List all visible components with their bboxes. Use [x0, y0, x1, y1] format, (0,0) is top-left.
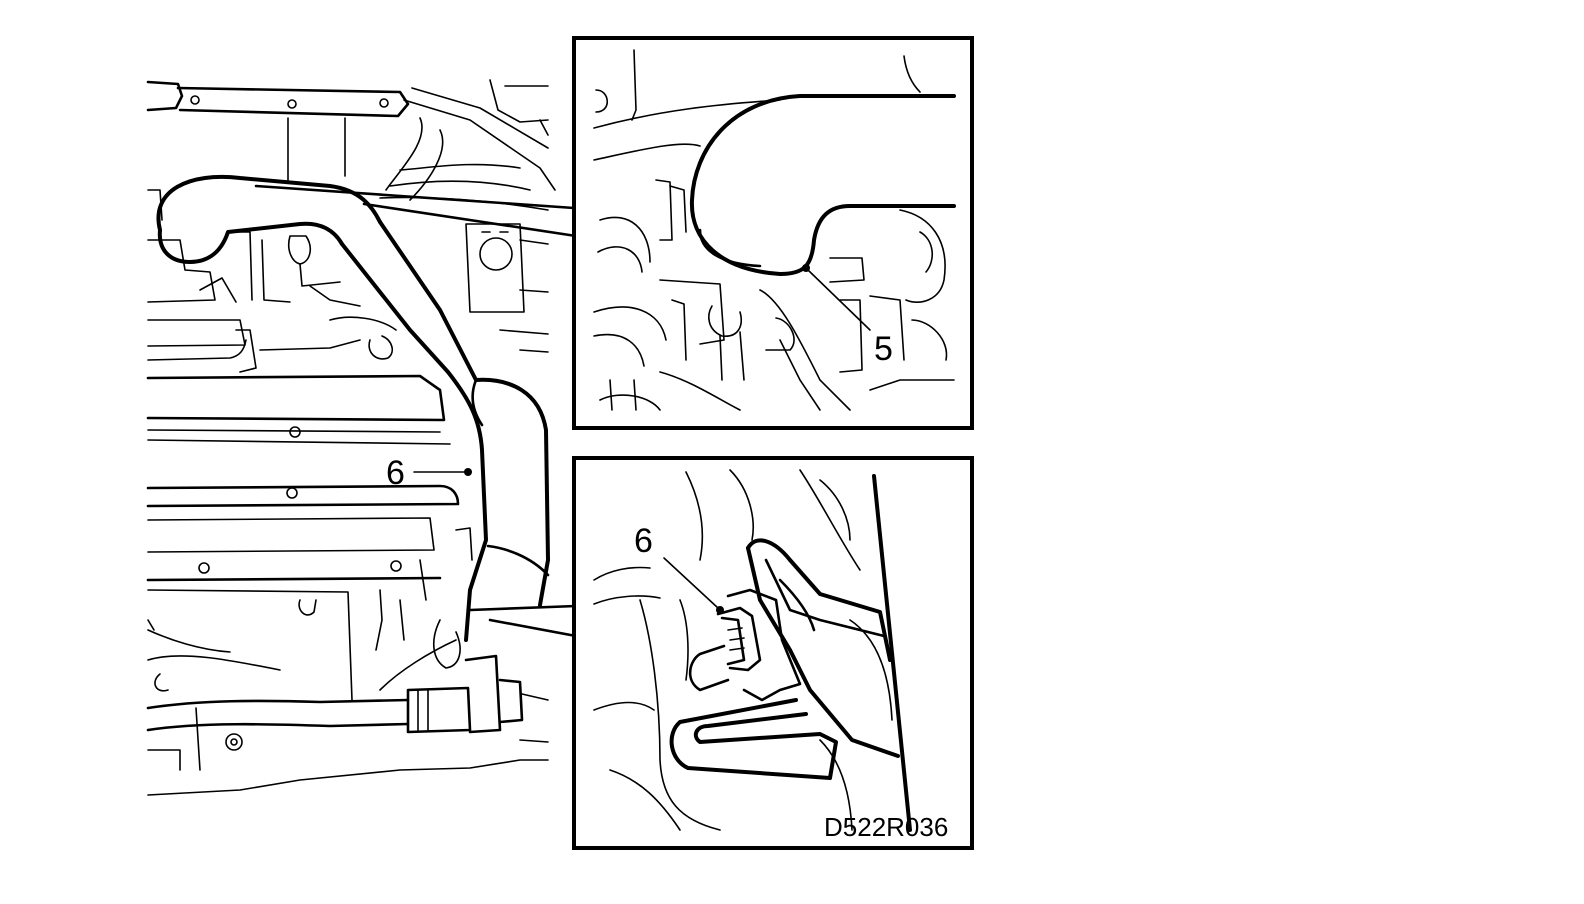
main-engine-view: 6	[146, 79, 556, 796]
callout-label-main: 6	[386, 454, 405, 492]
detail-leaders	[254, 184, 578, 638]
callout-dot-main-6	[464, 468, 472, 476]
callout-dot-detail-5	[802, 264, 810, 272]
callout-label-detail-bottom: 6	[634, 522, 653, 560]
callout-label-detail-top: 5	[874, 330, 893, 368]
detail-panel-top: 5	[572, 36, 974, 430]
detail-panel-bottom: 6 D522R036	[572, 456, 974, 850]
callout-dot-detail-6	[716, 606, 724, 614]
figure-reference-code: D522R036	[824, 812, 948, 842]
